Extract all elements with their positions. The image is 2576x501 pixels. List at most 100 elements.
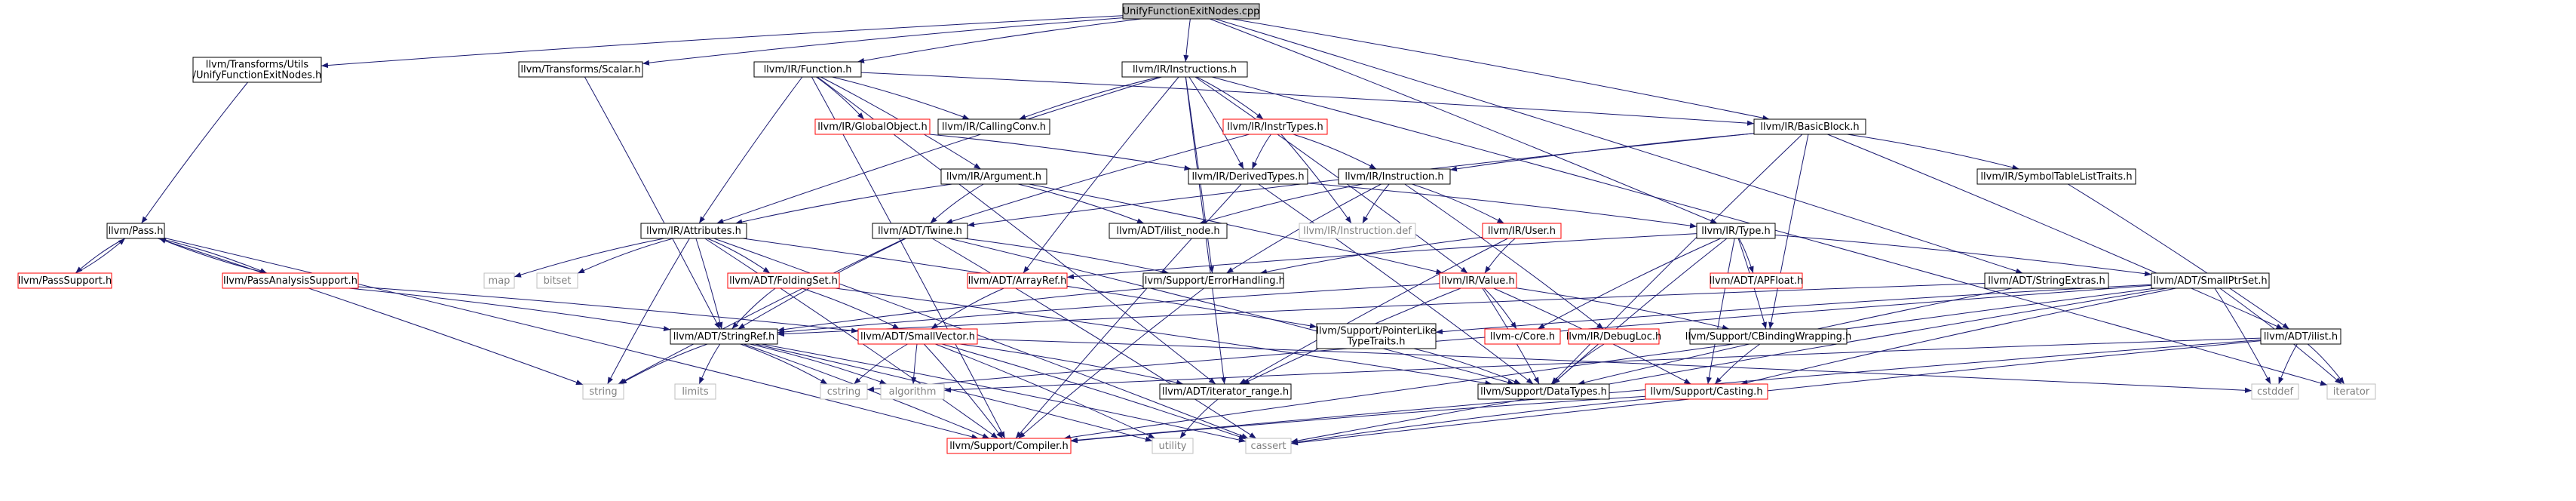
edge-foldingset-to-datatypes bbox=[835, 287, 1492, 386]
node-twine[interactable]: llvm/ADT/Twine.h bbox=[872, 223, 968, 239]
node-foldingset[interactable]: llvm/ADT/FoldingSet.h bbox=[727, 272, 840, 289]
edge-attributes-to-stringref bbox=[695, 238, 723, 330]
node-attributes[interactable]: llvm/IR/Attributes.h bbox=[640, 223, 747, 239]
edge-smallptrset-to-cstddef bbox=[2214, 287, 2271, 385]
edge-pass-to-passsupport bbox=[75, 238, 126, 274]
node-argument[interactable]: llvm/IR/Argument.h bbox=[940, 168, 1047, 185]
node-pass[interactable]: llvm/Pass.h bbox=[106, 223, 165, 239]
node-box bbox=[1299, 223, 1416, 239]
node-callingconv[interactable]: llvm/IR/CallingConv.h bbox=[937, 118, 1050, 135]
node-string: string bbox=[582, 383, 624, 400]
edge-basicblock-to-cbinding bbox=[1768, 134, 1809, 330]
edge-instructions-to-derivedtypes bbox=[1188, 76, 1244, 170]
node-passanalysis[interactable]: llvm/PassAnalysisSupport.h bbox=[222, 272, 359, 289]
edge-smallptrset-to-ptrliketraits bbox=[1435, 284, 2152, 335]
edge-instruction-to-instrdef bbox=[1362, 183, 1390, 224]
node-label: llvm/PassSupport.h bbox=[18, 275, 112, 287]
node-label: limits bbox=[682, 386, 709, 398]
edge-smallvector-to-algorithm bbox=[911, 343, 918, 385]
node-label: llvm/Pass.h bbox=[108, 226, 163, 237]
node-user[interactable]: llvm/IR/User.h bbox=[1482, 223, 1562, 239]
node-instructions[interactable]: llvm/IR/Instructions.h bbox=[1121, 61, 1248, 78]
edge-instrtypes-to-instrdef bbox=[1280, 134, 1352, 224]
edge-instructions-to-arrayref bbox=[1023, 76, 1179, 274]
edge-smallvector-to-cstddef bbox=[977, 338, 2252, 393]
edge-attributes-to-bitset bbox=[577, 238, 673, 274]
node-globalobject[interactable]: llvm/IR/GlobalObject.h bbox=[814, 118, 931, 135]
node-ccore[interactable]: llvm-c/Core.h bbox=[1484, 328, 1561, 345]
node-box bbox=[1245, 438, 1292, 454]
node-function[interactable]: llvm/IR/Function.h bbox=[753, 61, 862, 78]
node-scalar[interactable]: llvm/Transforms/Scalar.h bbox=[518, 61, 643, 78]
edge-root-to-instructions bbox=[1183, 18, 1191, 63]
node-box bbox=[946, 438, 1072, 454]
edge-type-to-ccore bbox=[1537, 238, 1722, 330]
node-box bbox=[1696, 223, 1776, 239]
edge-user-to-errorhandling bbox=[1259, 236, 1483, 275]
edge-instrtypes-to-instruction bbox=[1293, 134, 1377, 170]
node-map: map bbox=[483, 272, 515, 289]
node-basicblock[interactable]: llvm/IR/BasicBlock.h bbox=[1753, 118, 1866, 135]
node-box bbox=[2260, 328, 2341, 345]
edge-casting-to-compiler bbox=[1070, 395, 1646, 444]
node-symtabtraits[interactable]: llvm/IR/SymbolTableListTraits.h bbox=[1976, 168, 2136, 185]
node-box bbox=[1142, 272, 1284, 289]
node-debugloc[interactable]: llvm/IR/DebugLoc.h bbox=[1566, 328, 1661, 345]
node-compiler[interactable]: llvm/Support/Compiler.h bbox=[946, 438, 1072, 454]
edge-cbinding-to-casting bbox=[1714, 343, 1761, 385]
node-errorhandling[interactable]: llvm/Support/ErrorHandling.h bbox=[1142, 272, 1285, 289]
node-smallvector[interactable]: llvm/ADT/SmallVector.h bbox=[857, 328, 978, 345]
node-box bbox=[674, 383, 716, 400]
edge-function-to-basicblock bbox=[860, 72, 1755, 126]
node-apfloat[interactable]: llvm/ADT/APFloat.h bbox=[1710, 272, 1803, 289]
node-type[interactable]: llvm/IR/Type.h bbox=[1696, 223, 1776, 239]
node-value[interactable]: llvm/IR/Value.h bbox=[1439, 272, 1517, 289]
node-casting[interactable]: llvm/Support/Casting.h bbox=[1645, 383, 1768, 400]
node-datatypes[interactable]: llvm/Support/DataTypes.h bbox=[1477, 383, 1610, 400]
node-derivedtypes[interactable]: llvm/IR/DerivedTypes.h bbox=[1188, 168, 1308, 185]
node-box bbox=[967, 272, 1068, 289]
edge-basicblock-to-instruction bbox=[1449, 133, 1755, 172]
node-passsupport[interactable]: llvm/PassSupport.h bbox=[17, 272, 112, 289]
edge-derivedtypes-to-datatypes bbox=[1258, 183, 1534, 385]
node-iterrange[interactable]: llvm/ADT/iterator_range.h bbox=[1159, 383, 1292, 400]
node-stringref[interactable]: llvm/ADT/StringRef.h bbox=[670, 328, 778, 345]
node-box bbox=[17, 272, 112, 289]
node-box bbox=[1710, 272, 1803, 289]
node-instrdef: llvm/IR/Instruction.def bbox=[1299, 223, 1416, 239]
node-ilistnode[interactable]: llvm/ADT/ilist_node.h bbox=[1109, 223, 1228, 239]
edge-argument-to-attributes bbox=[735, 183, 952, 225]
node-label: llvm/IR/User.h bbox=[1488, 226, 1556, 237]
edge-function-to-attributes bbox=[698, 76, 803, 224]
edge-instructions-to-attributes bbox=[716, 76, 1162, 224]
node-cstddef: cstddef bbox=[2251, 383, 2299, 400]
node-label: llvm/Support/DataTypes.h bbox=[1480, 386, 1607, 398]
node-root[interactable]: UnifyFunctionExitNodes.cpp bbox=[1122, 3, 1260, 20]
edge-stringextras-to-stringref bbox=[777, 283, 1986, 337]
node-smallptrset[interactable]: llvm/ADT/SmallPtrSet.h bbox=[2151, 272, 2270, 289]
edge-symtabtraits-to-ilist bbox=[2068, 183, 2289, 330]
node-instruction[interactable]: llvm/IR/Instruction.h bbox=[1338, 168, 1451, 185]
node-box bbox=[582, 383, 624, 400]
node-utils_ufen[interactable]: llvm/Transforms/Utils/UnifyFunctionExitN… bbox=[192, 57, 322, 83]
node-label: cassert bbox=[1250, 441, 1286, 452]
edge-type-to-smallptrset bbox=[1774, 235, 2152, 277]
node-label: llvm/Support/ErrorHandling.h bbox=[1142, 275, 1285, 287]
node-instrtypes[interactable]: llvm/IR/InstrTypes.h bbox=[1222, 118, 1328, 135]
node-box bbox=[1984, 272, 2109, 289]
edge-ilist-to-cstddef bbox=[2278, 343, 2298, 385]
node-ilist[interactable]: llvm/ADT/ilist.h bbox=[2260, 328, 2341, 345]
edge-basicblock-to-datatypes bbox=[1550, 134, 1803, 385]
node-label: algorithm bbox=[889, 386, 937, 398]
edge-root-to-scalar bbox=[642, 17, 1124, 66]
node-box bbox=[880, 383, 945, 400]
node-arrayref[interactable]: llvm/ADT/ArrayRef.h bbox=[967, 272, 1068, 289]
edge-utils_ufen-to-pass bbox=[141, 81, 248, 224]
edge-basicblock-to-symtabtraits bbox=[1847, 134, 2019, 171]
node-stringextras[interactable]: llvm/ADT/StringExtras.h bbox=[1984, 272, 2109, 289]
edge-twine-to-datatypes bbox=[949, 238, 1515, 386]
edge-function-to-callingconv bbox=[832, 76, 970, 120]
edge-stringref-to-limits bbox=[698, 343, 721, 385]
node-cbinding[interactable]: llvm/Support/CBindingWrapping.h bbox=[1685, 328, 1852, 345]
